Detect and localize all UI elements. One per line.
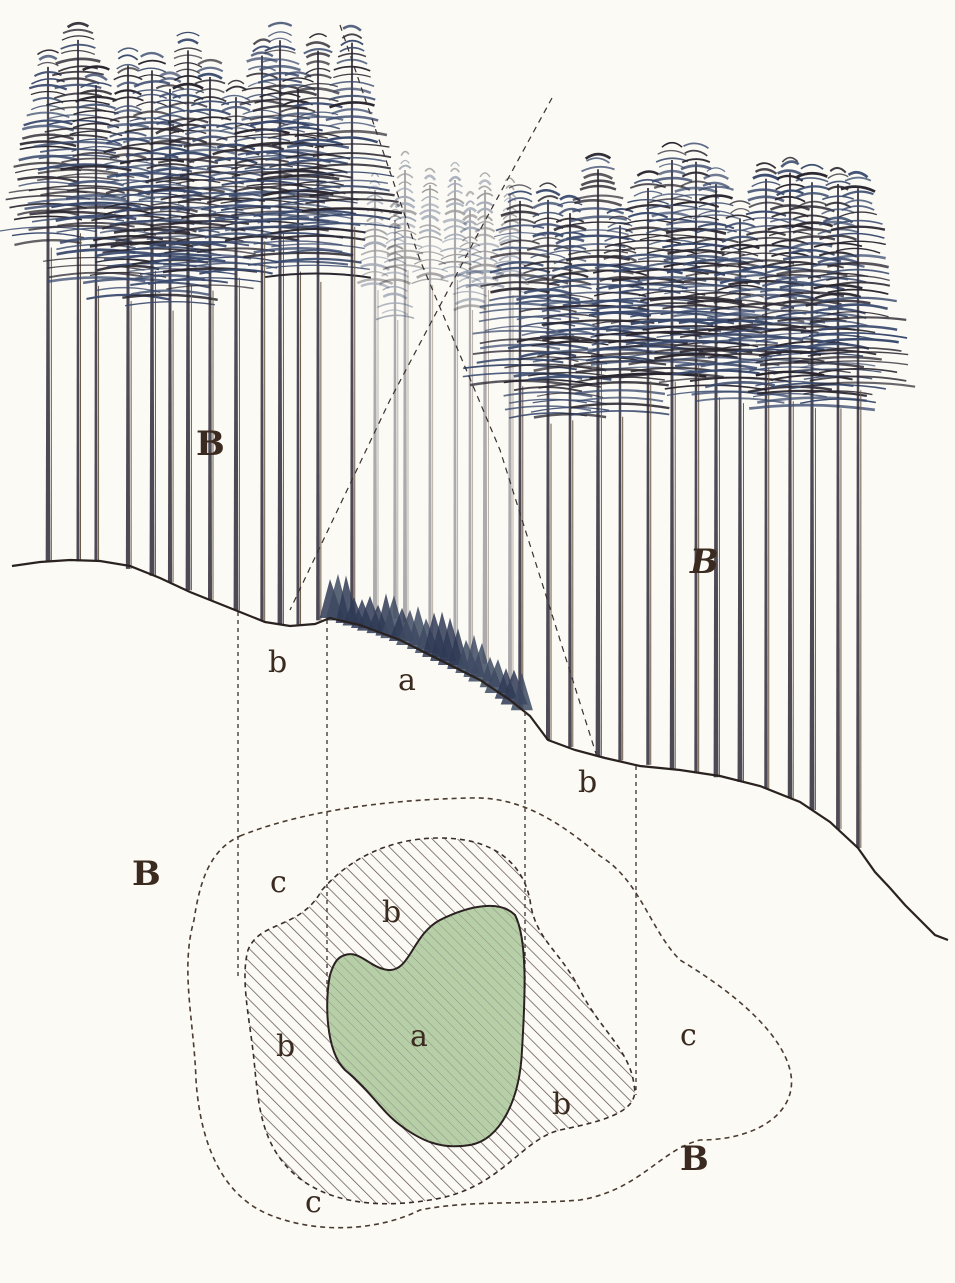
label-regeneration: a	[398, 663, 416, 698]
label-gap-left: b	[268, 645, 287, 680]
label-zone-b-top: b	[382, 895, 401, 930]
background-tree	[412, 169, 449, 635]
tree-right-stand	[538, 154, 658, 756]
background-tree-shape	[439, 163, 472, 648]
label-zone-b-left: b	[276, 1029, 295, 1064]
label-zone-c-right: c	[680, 1018, 697, 1053]
tree-left-stand	[0, 50, 96, 562]
background-tree	[385, 152, 425, 623]
tree-left-stand	[25, 23, 132, 561]
tree-right-stand	[690, 201, 790, 782]
tree-right-stand	[790, 168, 886, 829]
background-tree	[439, 163, 472, 648]
tree-right-stand	[504, 183, 593, 740]
label-stand-left: B	[196, 424, 225, 464]
label-stand-right: B	[689, 542, 719, 582]
background-trees	[357, 152, 528, 682]
tree-right-stand	[619, 143, 725, 769]
label-zone-c-top: c	[270, 865, 287, 900]
tree-right-stand	[590, 172, 707, 765]
label-zone-c-bottom: c	[305, 1185, 322, 1220]
right-old-stand	[463, 143, 915, 848]
background-tree-shape	[412, 169, 449, 635]
tree-right-stand	[801, 172, 915, 848]
label-plan-outer-right: B	[680, 1139, 709, 1179]
label-plan-outer-left: B	[132, 854, 161, 894]
tree-left-stand	[140, 32, 236, 590]
background-tree-shape	[385, 152, 425, 623]
left-old-stand	[0, 23, 402, 625]
label-gap-right: b	[578, 765, 597, 800]
label-zone-b-right: b	[552, 1087, 571, 1122]
label-core: a	[410, 1019, 428, 1054]
